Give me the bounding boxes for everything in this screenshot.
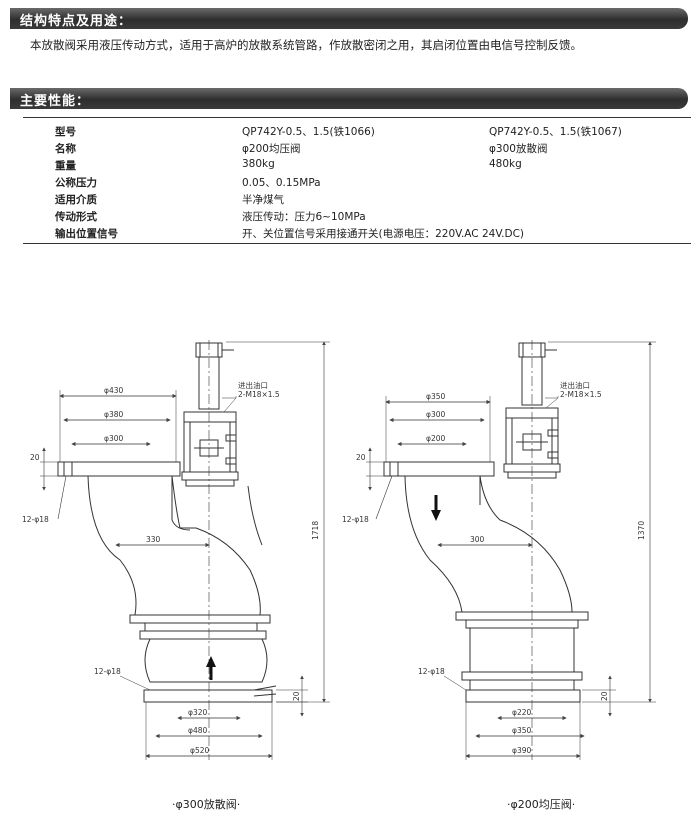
table-row: 重量 380kg 480kg [23,156,691,173]
spec-value: QP742Y-0.5、1.5(铁1067) [489,126,622,138]
port-label: 进出油口 [238,380,268,390]
dim-label: 20 [356,453,366,462]
spec-value: 380kg [242,158,275,170]
dim-label: 300 [470,535,485,544]
dim-label: φ350 [512,726,531,735]
dim-label: 12-φ18 [342,515,369,524]
intro-text: 本放散阀采用液压传动方式，适用于高炉的放散系统管路，作放散密闭之用，其启闭位置由… [30,38,582,52]
spec-label: 型号 [55,126,76,138]
table-row: 型号 QP742Y-0.5、1.5(铁1066) QP742Y-0.5、1.5(… [23,122,691,139]
dim-label: 12-φ18 [94,667,121,676]
spec-value: 480kg [489,158,522,170]
dim-label: 20 [600,691,609,701]
dimension-labels-left: φ430 φ380 φ300 20 12-φ18 330 1718 进出油口 2… [22,380,320,755]
dim-label: 330 [146,535,161,544]
spec-value: φ200均压阀 [242,143,301,155]
dim-label: φ300 [426,410,445,419]
dim-label: φ390 [512,746,531,755]
dim-label: 1718 [311,521,320,540]
spec-label: 适用介质 [55,194,97,206]
drawing-caption-right: ·φ200均压阀· [507,798,576,811]
dim-label: 20 [292,691,301,701]
table-row: 公称压力 0.05、0.15MPa [23,173,691,190]
dim-label: 12-φ18 [418,667,445,676]
table-row: 输出位置信号 开、关位置信号采用接通开关(电源电压：220V.AC 24V.DC… [23,224,691,241]
spec-value: 半净煤气 [242,194,284,206]
section-title-performance: 主要性能： [20,94,91,109]
dim-label: φ220 [512,708,531,717]
dim-label: φ320 [188,708,207,717]
dim-label: φ350 [426,392,445,401]
dim-label: φ200 [426,434,445,443]
dim-label: φ380 [104,410,123,419]
spec-label: 名称 [55,143,76,155]
valve-drawing-left [40,340,330,760]
table-row: 名称 φ200均压阀 φ300放散阀 [23,139,691,156]
valve-drawing-right [366,340,656,760]
spec-label: 重量 [55,160,76,172]
drawing-caption-left: ·φ300放散阀· [172,798,241,811]
dim-label: φ480 [188,726,207,735]
table-row: 适用介质 半净煤气 [23,190,691,207]
section-header-performance: 主要性能： [10,88,688,109]
port-thread-label: 2-M18×1.5 [560,390,602,399]
dim-label: 12-φ18 [22,515,49,524]
dim-label: 20 [30,453,40,462]
spec-label: 输出位置信号 [55,228,118,240]
table-row: 传动形式 液压传动：压力6~10MPa [23,207,691,224]
spec-value: φ300放散阀 [489,143,548,155]
section-header-features: 结构特点及用途： [10,8,688,29]
spec-value: 开、关位置信号采用接通开关(电源电压：220V.AC 24V.DC) [242,228,525,240]
port-thread-label: 2-M18×1.5 [238,390,280,399]
spec-table: 型号 QP742Y-0.5、1.5(铁1066) QP742Y-0.5、1.5(… [23,117,691,244]
spec-label: 公称压力 [55,177,97,189]
section-title-features: 结构特点及用途： [20,14,133,29]
dim-label: 1370 [637,521,646,540]
spec-value: 0.05、0.15MPa [242,177,321,189]
port-label: 进出油口 [560,380,590,390]
spec-value: QP742Y-0.5、1.5(铁1066) [242,126,375,138]
dim-label: φ300 [104,434,123,443]
spec-value: 液压传动：压力6~10MPa [242,211,366,223]
spec-label: 传动形式 [55,211,97,223]
dim-label: φ430 [104,386,123,395]
dimension-labels-right: φ350 φ300 φ200 20 12-φ18 300 1370 进出油口 2… [342,380,646,755]
dim-label: φ520 [190,746,209,755]
